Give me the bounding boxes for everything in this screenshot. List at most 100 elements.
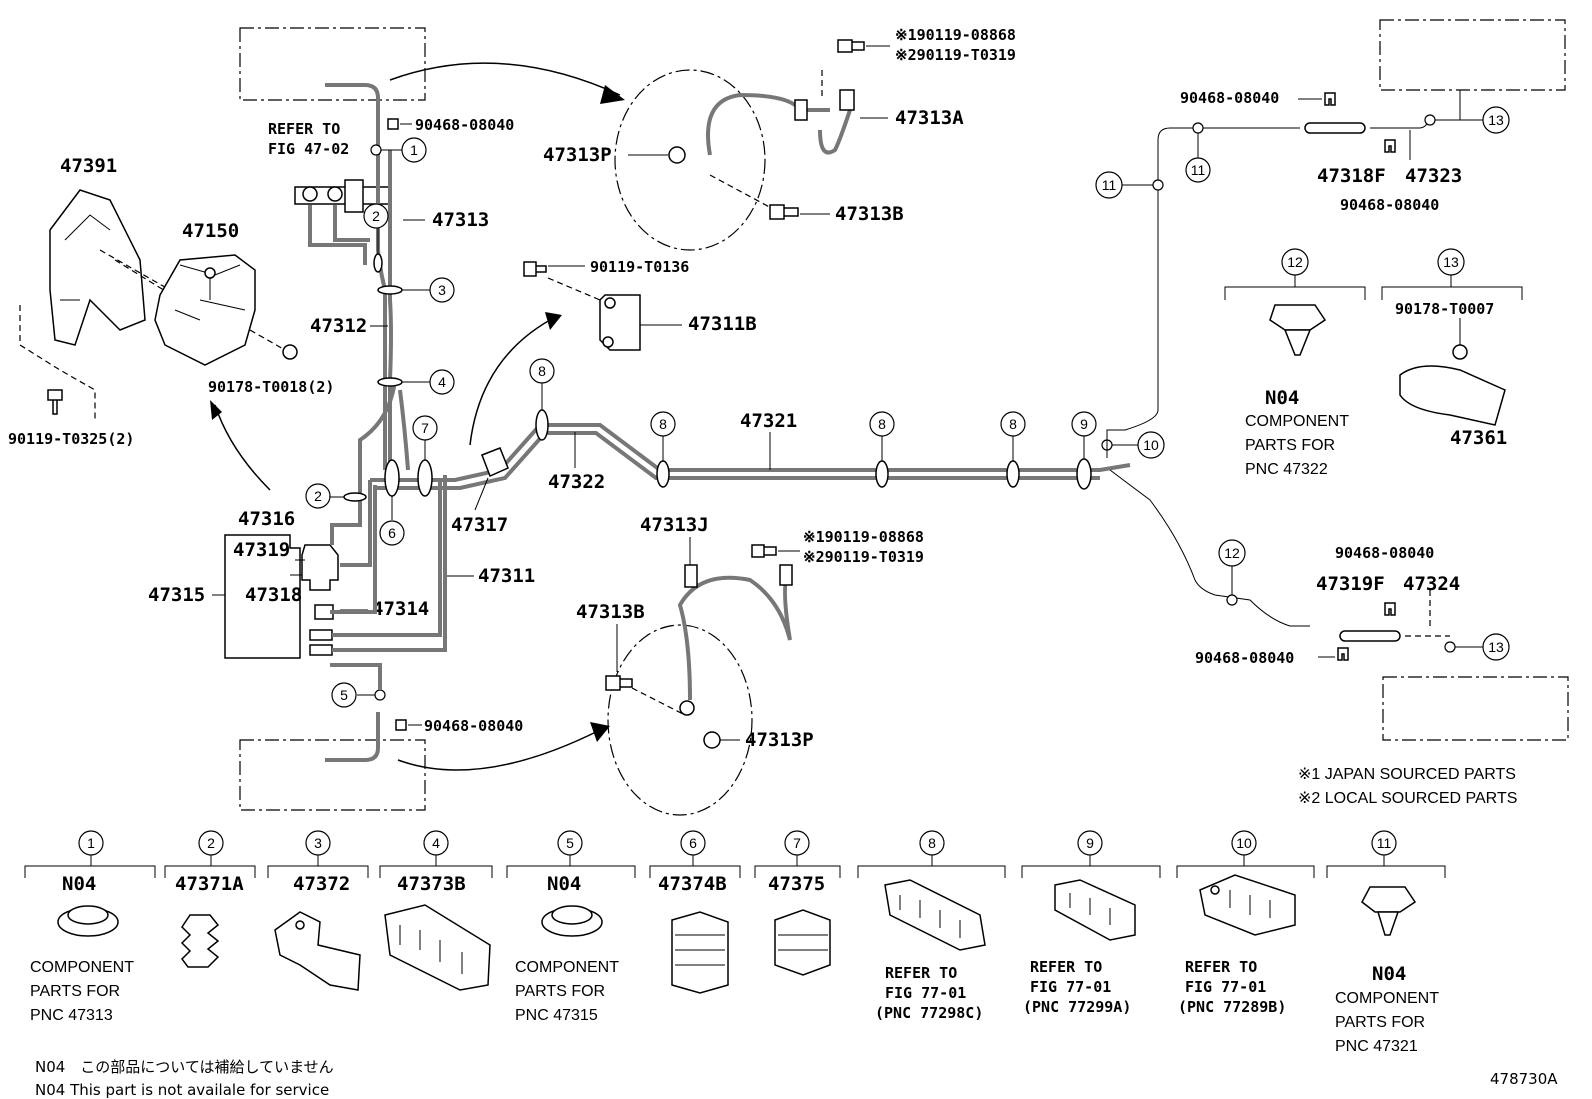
label-90468-top: 90468-08040 bbox=[415, 116, 514, 134]
callout-4: 4 bbox=[402, 369, 455, 395]
top-right-dashed-box bbox=[1379, 19, 1566, 91]
label-47318: 47318 bbox=[245, 584, 302, 606]
label-47323: 47323 bbox=[1405, 165, 1462, 187]
label-90468-r1: 90468-08040 bbox=[1180, 89, 1279, 107]
detail-8: 8 REFER TO FIG 77-01 (PNC 77298C) bbox=[857, 830, 1006, 1022]
clip-90468-r4 bbox=[1337, 647, 1349, 661]
label-47316: 47316 bbox=[238, 508, 295, 530]
callout-11-left: 11 bbox=[1095, 171, 1153, 199]
refer-line2: FIG 47-02 bbox=[268, 140, 349, 158]
bolt-90119-08868-top bbox=[837, 39, 865, 53]
label-47311: 47311 bbox=[478, 565, 535, 587]
svg-text:47371A: 47371A bbox=[175, 873, 244, 895]
label-90468-r3: 90468-08040 bbox=[1335, 544, 1434, 562]
label-90119-T0325: 90119-T0325(2) bbox=[8, 430, 134, 448]
main-pipe-47321 bbox=[370, 423, 1131, 482]
svg-text:47375: 47375 bbox=[768, 873, 825, 895]
svg-text:8: 8 bbox=[659, 416, 667, 432]
svg-text:PNC 47321: PNC 47321 bbox=[1335, 1038, 1418, 1055]
clamp-7 bbox=[417, 459, 433, 497]
callout-12-branch: 12 bbox=[1218, 539, 1246, 595]
callout-11-right: 11 bbox=[1185, 133, 1211, 183]
svg-text:COMPONENT: COMPONENT bbox=[1335, 990, 1439, 1007]
svg-text:5: 5 bbox=[566, 835, 574, 851]
top-arrow-head bbox=[600, 85, 625, 104]
svg-text:12: 12 bbox=[1287, 254, 1303, 270]
clamp-3 bbox=[377, 285, 403, 295]
pipe-branch-up bbox=[1106, 127, 1300, 458]
callout-9: 9 bbox=[1071, 411, 1097, 459]
bottom-row-parts: 1 N04 COMPONENT PARTS FOR PNC 47313 2 47… bbox=[24, 830, 1446, 1055]
clip-90468-r1 bbox=[1324, 92, 1336, 106]
svg-text:10: 10 bbox=[1143, 437, 1159, 453]
inset-13: 13 90178-T0007 47361 bbox=[1381, 248, 1523, 449]
svg-text:8: 8 bbox=[1009, 416, 1017, 432]
label-47313B-bot: 47313B bbox=[576, 601, 645, 623]
svg-text:4: 4 bbox=[438, 374, 446, 390]
svg-text:47372: 47372 bbox=[293, 873, 350, 895]
svg-text:7: 7 bbox=[793, 835, 801, 851]
label-sourced1-top: ※190119-08868 bbox=[895, 26, 1016, 44]
bolt-90119-T0136 bbox=[523, 261, 547, 277]
svg-text:3: 3 bbox=[438, 282, 446, 298]
clip-90468-top bbox=[387, 118, 399, 130]
label-47313J: 47313J bbox=[640, 514, 709, 536]
label-47391: 47391 bbox=[60, 155, 117, 177]
label-90119-T0136: 90119-T0136 bbox=[590, 258, 689, 276]
hose-47313J bbox=[677, 568, 792, 701]
diagram-id: 478730A bbox=[1490, 1070, 1558, 1088]
svg-text:N04: N04 bbox=[1265, 387, 1299, 409]
top-detail-circle bbox=[614, 69, 766, 251]
svg-text:PNC 47313: PNC 47313 bbox=[30, 1007, 113, 1024]
callout-8-d: 8 bbox=[1000, 411, 1026, 461]
svg-text:PNC 47322: PNC 47322 bbox=[1245, 461, 1328, 478]
bolt-47313B-bot bbox=[605, 675, 633, 691]
svg-text:N04: N04 bbox=[62, 873, 96, 895]
label-90178-T0018: 90178-T0018(2) bbox=[208, 378, 334, 396]
detail-5: 5 N04 COMPONENT PARTS FOR PNC 47315 bbox=[506, 830, 636, 1024]
clamp-8-a bbox=[535, 409, 549, 441]
svg-text:COMPONENT: COMPONENT bbox=[30, 959, 134, 976]
svg-text:9: 9 bbox=[1086, 835, 1094, 851]
clamp-8-d bbox=[1006, 460, 1020, 488]
top-pipe-elbow bbox=[325, 83, 380, 128]
svg-text:47373B: 47373B bbox=[397, 873, 466, 895]
clamp-8-b bbox=[656, 460, 670, 488]
svg-text:6: 6 bbox=[388, 525, 396, 541]
svg-text:11: 11 bbox=[1377, 835, 1392, 851]
clamp-2-upper bbox=[373, 253, 383, 273]
label-47321: 47321 bbox=[740, 410, 797, 432]
label-90468-r4: 90468-08040 bbox=[1195, 649, 1294, 667]
label-47150: 47150 bbox=[182, 220, 239, 242]
actuator-47150 bbox=[154, 254, 256, 366]
inset-12: 12 N04 COMPONENT PARTS FOR PNC 47322 bbox=[1224, 248, 1366, 478]
clamp-8-c bbox=[875, 460, 889, 488]
label-47322: 47322 bbox=[548, 471, 605, 493]
bracket-47315 bbox=[224, 534, 301, 659]
union-47317 bbox=[481, 447, 509, 478]
label-90468-r2: 90468-08040 bbox=[1340, 196, 1439, 214]
detail-10: 10 REFER TO FIG 77-01 (PNC 77289B) bbox=[1176, 830, 1315, 1016]
svg-text:PARTS FOR: PARTS FOR bbox=[515, 983, 605, 1000]
label-47313B-top: 47313B bbox=[835, 203, 904, 225]
label-47313: 47313 bbox=[432, 209, 489, 231]
label-47314: 47314 bbox=[372, 598, 429, 620]
detail-3: 3 47372 bbox=[267, 830, 369, 991]
callout-13-top: 13 bbox=[1435, 106, 1510, 134]
callout-2-lower: 2 bbox=[305, 483, 344, 509]
svg-text:3: 3 bbox=[314, 835, 322, 851]
detail-6: 6 47374B bbox=[649, 830, 741, 994]
callout-6: 6 bbox=[379, 496, 405, 546]
svg-text:8: 8 bbox=[878, 416, 886, 432]
svg-text:N04: N04 bbox=[547, 873, 581, 895]
note-japan: ※1 JAPAN SOURCED PARTS bbox=[1298, 766, 1516, 783]
svg-text:1: 1 bbox=[410, 142, 418, 158]
svg-text:9: 9 bbox=[1080, 416, 1088, 432]
nut-90178-T0018 bbox=[282, 344, 298, 360]
top-left-dashed-box bbox=[239, 27, 426, 101]
callout-2-top: 2 bbox=[363, 203, 389, 254]
washer-47313P-top bbox=[668, 146, 686, 164]
detail-1: 1 N04 COMPONENT PARTS FOR PNC 47313 bbox=[24, 830, 156, 1024]
svg-text:FIG 77-01: FIG 77-01 bbox=[1185, 978, 1266, 996]
label-47317: 47317 bbox=[451, 514, 508, 536]
